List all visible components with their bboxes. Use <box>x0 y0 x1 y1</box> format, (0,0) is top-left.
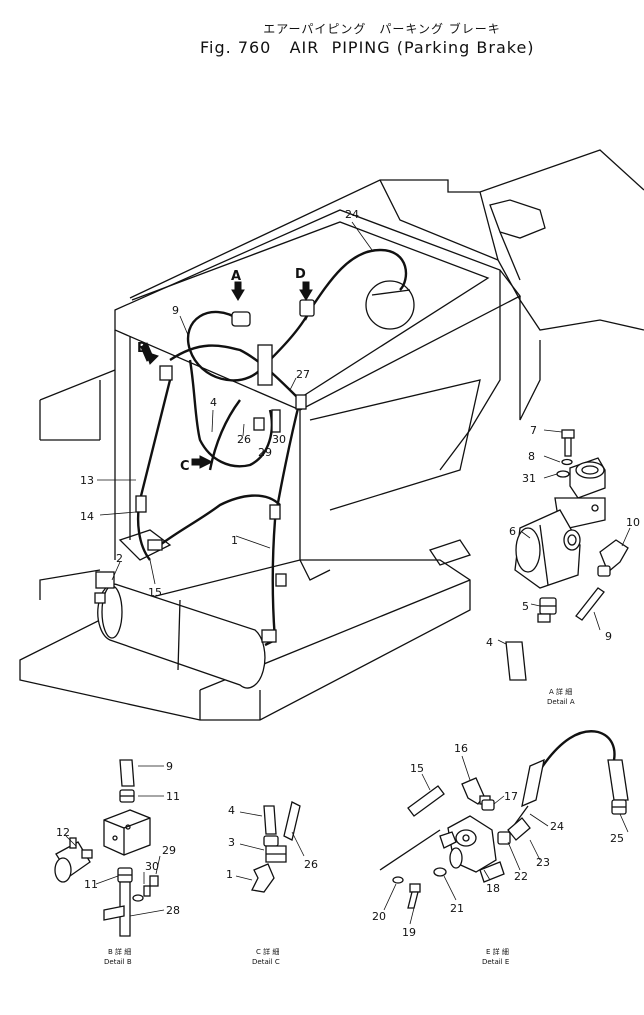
part-label-5: 5 <box>522 600 529 613</box>
callout-c: C <box>180 459 190 474</box>
part-label-20: 20 <box>372 910 386 923</box>
callout-d: D <box>295 267 306 282</box>
part-label-16: 16 <box>454 742 468 755</box>
air-lines <box>136 248 408 647</box>
part-label-4-main: 4 <box>210 396 217 409</box>
part-label-19: 19 <box>402 926 416 939</box>
callout-a: A <box>231 269 241 284</box>
part-label-30-b: 30 <box>145 860 159 873</box>
part-label-28: 28 <box>166 904 180 917</box>
part-label-15-e: 15 <box>410 762 424 775</box>
detail-c-drawing <box>251 801 301 893</box>
brake-chamber <box>365 280 415 330</box>
part-label-15-main: 15 <box>148 586 162 599</box>
detail-c-caption-jp: C 詳 細 <box>256 947 279 956</box>
part-label-24-main: 24 <box>345 208 359 221</box>
part-label-7: 7 <box>530 424 537 437</box>
part-label-27: 27 <box>296 368 310 381</box>
part-label-3: 3 <box>228 836 235 849</box>
part-label-18: 18 <box>486 882 500 895</box>
detail-e-caption: Detail E <box>482 958 509 966</box>
part-label-10: 10 <box>626 516 640 529</box>
leader-lines-main <box>97 221 373 585</box>
part-label-2: 2 <box>116 552 123 565</box>
figure-title: Fig. 760 AIR PIPING (Parking Brake) <box>200 38 535 57</box>
part-label-1-main: 1 <box>231 534 238 547</box>
part-label-25: 25 <box>610 832 624 845</box>
part-label-30-main: 30 <box>272 433 286 446</box>
callout-b: B <box>137 341 147 356</box>
part-label-29-main: 29 <box>258 446 272 459</box>
machine-frame <box>19 149 644 721</box>
detail-b-drawing <box>54 759 159 937</box>
part-label-14: 14 <box>80 510 94 523</box>
detail-c-caption: Detail C <box>252 958 280 966</box>
detail-b-leaders <box>65 765 165 917</box>
part-label-21: 21 <box>450 902 464 915</box>
part-label-24-e: 24 <box>550 820 564 833</box>
part-label-9-a: 9 <box>605 630 612 643</box>
part-label-31: 31 <box>522 472 536 485</box>
part-label-4-a: 4 <box>486 636 493 649</box>
callout-arrows <box>140 281 313 469</box>
detail-a-leaders <box>497 429 631 645</box>
detail-b-caption-jp: B 詳 細 <box>108 947 131 956</box>
detail-b-caption: Detail B <box>104 958 132 966</box>
part-label-6: 6 <box>509 525 516 538</box>
part-label-1-c: 1 <box>226 868 233 881</box>
part-label-11-b-top: 11 <box>166 790 180 803</box>
figure-title-japanese: エアーパイピング パーキング ブレーキ <box>263 22 501 36</box>
part-label-22: 22 <box>514 870 528 883</box>
detail-e-drawing <box>379 730 629 909</box>
air-tank <box>97 583 266 689</box>
part-label-17: 17 <box>504 790 518 803</box>
part-label-8: 8 <box>528 450 535 463</box>
detail-e-caption-jp: E 詳 細 <box>486 947 509 956</box>
part-label-11-b-low: 11 <box>84 878 98 891</box>
part-label-12: 12 <box>56 826 70 839</box>
part-label-26-c: 26 <box>304 858 318 871</box>
part-label-9-main: 9 <box>172 304 179 317</box>
detail-c-leaders <box>235 811 305 881</box>
detail-a-caption-jp: A 詳 細 <box>549 687 572 696</box>
part-label-26-main: 26 <box>237 433 251 446</box>
main-fittings <box>94 299 315 643</box>
part-label-29-b: 29 <box>162 844 176 857</box>
part-label-9-b: 9 <box>166 760 173 773</box>
part-label-23: 23 <box>536 856 550 869</box>
part-label-13: 13 <box>80 474 94 487</box>
part-label-4-c: 4 <box>228 804 235 817</box>
detail-a-caption: Detail A <box>547 698 575 706</box>
detail-a-drawing <box>505 429 629 681</box>
detail-e-leaders <box>383 755 629 925</box>
